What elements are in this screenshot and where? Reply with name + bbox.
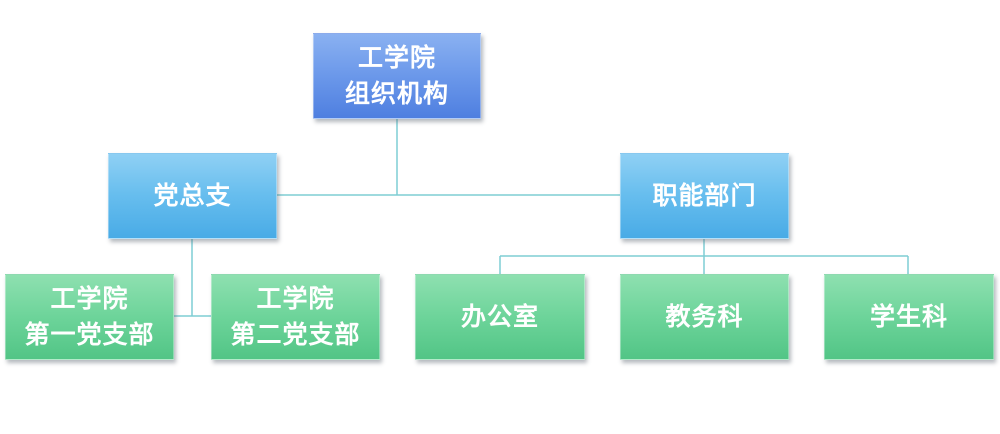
node-root-line-2: 组织机构 <box>344 79 449 108</box>
node-academic-affairs: 教务科 <box>620 274 789 360</box>
node-office: 办公室 <box>415 274 585 360</box>
node-functional-departments-label: 职能部门 <box>652 180 757 210</box>
node-party-branch-2-line-1: 工学院 <box>256 283 335 313</box>
node-root: 工学院 组织机构 <box>313 33 481 119</box>
node-student-affairs-label: 学生科 <box>869 301 948 331</box>
node-party-branch-1-line-1: 工学院 <box>50 283 129 313</box>
node-party-committee: 党总支 <box>108 153 277 239</box>
node-party-branch-1: 工学院 第一党支部 <box>5 274 174 360</box>
node-root-line-1: 工学院 <box>357 42 436 72</box>
node-student-affairs: 学生科 <box>824 274 994 360</box>
node-party-committee-label: 党总支 <box>153 180 232 210</box>
node-academic-affairs-label: 教务科 <box>665 301 744 331</box>
node-party-branch-2: 工学院 第二党支部 <box>211 274 380 360</box>
node-party-branch-1-line-2: 第一党支部 <box>24 320 155 349</box>
node-party-branch-2-line-2: 第二党支部 <box>230 320 361 349</box>
node-functional-departments: 职能部门 <box>620 153 789 239</box>
node-office-label: 办公室 <box>460 301 539 331</box>
